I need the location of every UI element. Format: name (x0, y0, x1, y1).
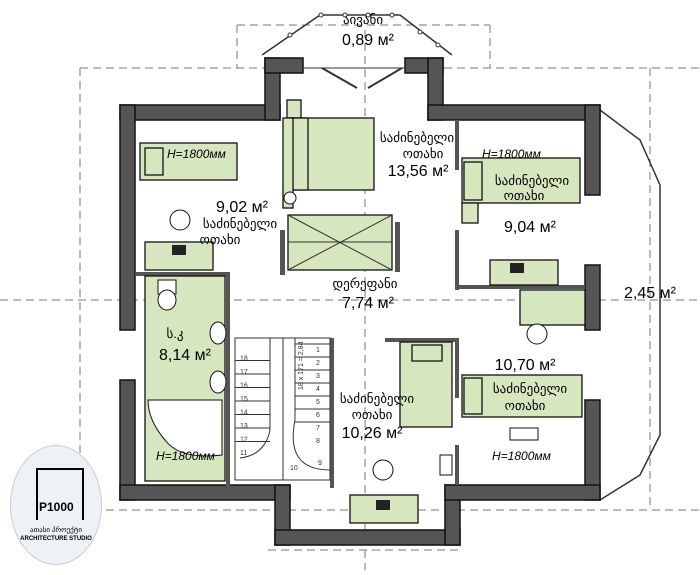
bathroom-fixtures (144, 275, 227, 482)
center-bedroom-furniture (282, 99, 393, 271)
stair-step-number: 15 (240, 396, 248, 403)
bedroom-center-name-2: ოთახი (403, 146, 444, 161)
balcony-doors (303, 67, 405, 89)
stair-step-number: 16 (240, 383, 248, 390)
stair-step-number: 8 (316, 438, 320, 445)
stair-step-number: 13 (240, 423, 248, 430)
balcony-right-area: 2,45 м² (624, 285, 677, 302)
logo-subtitle-ka: ათასი პროექტი (30, 527, 82, 534)
walls (119, 57, 601, 546)
balcony-top-area: 0,89 м² (342, 32, 395, 49)
bedroom-lower-center-name-1: საძინებელი (340, 391, 414, 407)
stair-step-number: 1 (316, 347, 320, 354)
studio-logo: P1000 ათასი პროექტი ARCHITECTURE STUDIO (10, 445, 102, 565)
bedroom-left-name-2: ოთახი (200, 232, 241, 247)
stair-step-number: 18 (240, 356, 248, 363)
left-bedroom-furniture (139, 142, 238, 271)
right-bedroom-furniture (461, 157, 586, 441)
window-height-bottom-left: H=1800мм (156, 449, 215, 463)
stair-step-number: 9 (318, 460, 322, 467)
bathroom-name: ს.კ (166, 326, 183, 342)
balcony-right (599, 109, 661, 501)
stair-step-number: 2 (316, 360, 320, 367)
corridor-name: დერეფანი (332, 276, 397, 292)
balcony-top (261, 12, 453, 56)
bedroom-lower-right-area: 10,70 м² (495, 357, 556, 374)
stair-step-number: 12 (240, 437, 248, 444)
bedroom-right-name-1: საძინებელი (495, 173, 569, 189)
window-height-top-left: H=1800мм (167, 147, 226, 161)
bathroom-area: 8,14 м² (159, 347, 212, 364)
window-height-bottom-right: H=1800мм (492, 449, 551, 463)
bedroom-center-name-1: საძინებელი (380, 130, 454, 146)
window-height-top-right: H=1800мм (482, 147, 541, 161)
stair-step-number: 4 (316, 386, 320, 393)
dashed-guides (0, 24, 700, 570)
logo-subtitle-en: ARCHITECTURE STUDIO (20, 536, 92, 542)
bedroom-lower-center-name-2: ოთახი (352, 407, 393, 422)
bedroom-right-name-2: ოთახი (504, 188, 545, 203)
bedroom-left-area: 9,02 м² (216, 199, 269, 216)
stair-step-number: 5 (316, 399, 320, 406)
stair-step-number: 17 (240, 369, 248, 376)
stair-step-number: 6 (316, 412, 320, 419)
logo-frame (36, 468, 84, 520)
lower-bedroom-furniture (349, 341, 453, 524)
bedroom-lower-right-name-2: ოთახი (505, 398, 546, 413)
logo-mark: P1000 (39, 500, 74, 514)
stair-note: 18 x 171 = 2,84 (298, 341, 305, 390)
room-labels: აივანი 0,89 м² საძინებელი ოთახი 13,56 м²… (159, 12, 677, 442)
stair-step-number: 14 (240, 410, 248, 417)
stair-step-number: 10 (290, 465, 298, 472)
bedroom-right-area: 9,04 м² (504, 219, 557, 236)
corridor-area: 7,74 м² (342, 295, 395, 312)
balcony-top-name: აივანი (343, 12, 383, 28)
bedroom-lower-right-name-1: საძინებელი (493, 381, 567, 397)
stair-step-number: 7 (316, 425, 320, 432)
bedroom-left-name-1: საძინებელი (203, 216, 277, 232)
window-heights: H=1800мм H=1800мм H=1800мм H=1800мм (156, 147, 551, 463)
stair-step-number: 3 (316, 373, 320, 380)
stair-step-number: 11 (240, 450, 247, 457)
bedroom-lower-center-area: 10,26 м² (342, 425, 403, 442)
bedroom-center-area: 13,56 м² (388, 163, 449, 180)
